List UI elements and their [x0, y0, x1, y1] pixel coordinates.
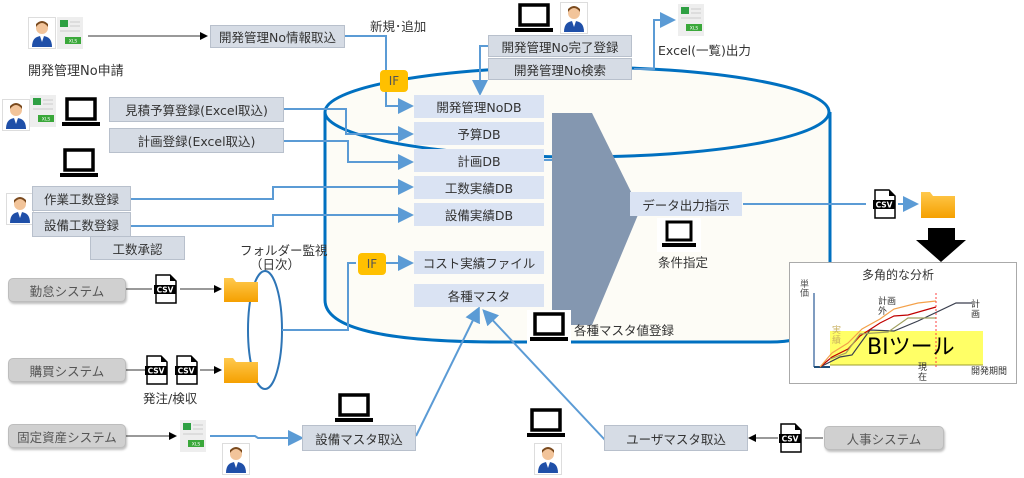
bi-actual-label: 実績 — [832, 326, 842, 346]
csv-icon-output: CSV — [873, 189, 897, 219]
series-plan — [819, 302, 972, 368]
condition-label: 条件指定 — [658, 255, 709, 270]
folder-watch-label: フォルダー監視 — [240, 243, 328, 258]
svg-text:XLS: XLS — [69, 39, 78, 45]
purchasing-system[interactable]: 購買システム — [8, 358, 126, 382]
bi-yaxis-label: 単価 — [800, 280, 810, 299]
bi-unplanned-label: 計画外 — [878, 297, 897, 317]
svg-text:CSV: CSV — [148, 367, 165, 376]
db-item-plan[interactable]: 計画DB — [414, 149, 544, 172]
folder-watch-sub-label: （日次） — [250, 257, 301, 272]
laptop-icon-plan — [57, 146, 101, 180]
db-item-master[interactable]: 各種マスタ — [414, 284, 544, 307]
bi-tool-label: BIツール — [867, 335, 955, 360]
info-import-button[interactable]: 開発管理No情報取込 — [210, 25, 345, 48]
equipment-master-import-button[interactable]: 設備マスタ取込 — [302, 425, 416, 451]
svg-text:XLS: XLS — [690, 26, 699, 32]
hr-system[interactable]: 人事システム — [824, 426, 944, 450]
laptop-icon-condition — [657, 218, 701, 252]
bi-highlight — [830, 331, 983, 365]
series-green — [829, 317, 936, 360]
search-button[interactable]: 開発管理No検索 — [488, 58, 632, 80]
work-hours-button[interactable]: 作業工数登録 — [32, 186, 131, 211]
xls-icon-estimate: XLS — [30, 95, 56, 127]
folder-icon-purchasing — [224, 358, 258, 383]
request-label: 開発管理No申請 — [28, 64, 124, 79]
bi-xaxis-label: 開発期間 — [971, 367, 1008, 377]
folder-icon-attendance — [224, 278, 258, 302]
bi-chart — [813, 293, 983, 368]
svg-text:XLS: XLS — [42, 117, 51, 123]
bi-panel: 多角的な分析 単価 計画外 計画 実績 BIツール 現在 開発期間 — [789, 262, 1017, 384]
person-icon-hours — [6, 193, 34, 225]
xls-icon-request: XLS — [57, 17, 83, 49]
xls-icon-fixed-assets: XLS — [180, 420, 206, 452]
laptop-icon-equipment-master — [332, 391, 376, 425]
fixed-assets-system[interactable]: 固定資産システム — [8, 424, 126, 448]
svg-text:CSV: CSV — [876, 201, 893, 210]
data-output-button[interactable]: データ出力指示 — [630, 192, 742, 216]
svg-text:CSV: CSV — [782, 435, 799, 444]
bi-plan-label: 計画 — [971, 300, 981, 320]
person-icon-fixed-assets — [222, 443, 250, 475]
estimate-budget-button[interactable]: 見積予算登録(Excel取込) — [109, 97, 284, 122]
db-item-budget[interactable]: 予算DB — [414, 122, 544, 145]
db-item-hours[interactable]: 工数実績DB — [414, 176, 544, 199]
equipment-hours-button[interactable]: 設備工数登録 — [32, 212, 131, 237]
svg-text:CSV: CSV — [178, 367, 195, 376]
hours-approval-button[interactable]: 工数承認 — [90, 236, 185, 260]
folder-icon-output — [921, 192, 955, 218]
db-item-devno[interactable]: 開発管理NoDB — [414, 95, 544, 118]
series-actual-orange — [819, 300, 937, 368]
if-badge-folder: IF — [358, 253, 386, 275]
purchasing-note: 発注/検収 — [143, 391, 198, 406]
csv-icon-attendance: CSV — [154, 274, 178, 304]
laptop-icon-master-value — [527, 310, 571, 344]
series-unplanned-red — [819, 306, 937, 368]
process-arrow — [552, 113, 640, 325]
svg-text:XLS: XLS — [192, 442, 201, 448]
if-badge-top: IF — [380, 70, 408, 92]
bi-title: 多角的な分析 — [862, 268, 935, 282]
csv-icon-order: CSV — [145, 355, 169, 385]
new-add-label: 新規･追加 — [370, 19, 427, 34]
excel-output-label: Excel(一覧)出力 — [658, 43, 751, 58]
complete-register-button[interactable]: 開発管理No完了登録 — [488, 35, 632, 57]
user-master-import-button[interactable]: ユーザマスタ取込 — [604, 425, 748, 451]
attendance-system[interactable]: 勤怠システム — [8, 278, 126, 302]
laptop-icon-complete — [512, 1, 556, 35]
csv-icon-hr: CSV — [779, 423, 803, 453]
xls-icon-excel-output: XLS — [678, 4, 704, 36]
db-item-cost[interactable]: コスト実績ファイル — [414, 251, 544, 274]
svg-text:CSV: CSV — [157, 286, 174, 295]
person-icon-request — [28, 17, 56, 49]
laptop-icon-user-master — [524, 406, 568, 440]
person-icon-complete — [560, 2, 588, 34]
master-value-register-label: 各種マスタ値登録 — [574, 323, 675, 338]
db-item-equipment[interactable]: 設備実績DB — [414, 203, 544, 226]
person-icon-estimate — [2, 99, 30, 131]
bi-now-label: 現在 — [918, 363, 928, 383]
person-icon-user-master — [534, 443, 562, 475]
down-arrow — [916, 228, 966, 262]
csv-icon-inspection: CSV — [175, 355, 199, 385]
laptop-icon-estimate — [59, 95, 103, 129]
plan-register-button[interactable]: 計画登録(Excel取込) — [109, 128, 284, 153]
